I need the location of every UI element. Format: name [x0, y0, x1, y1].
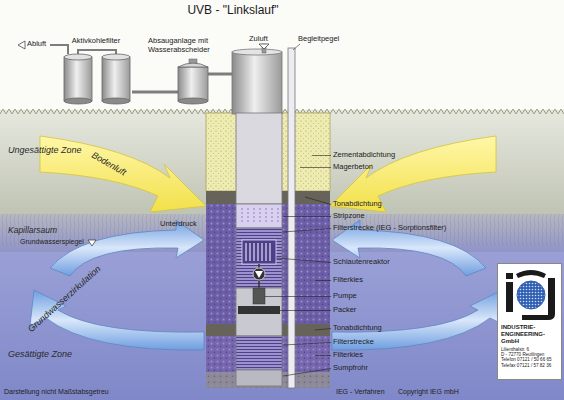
strip-zone	[236, 204, 282, 228]
packer	[238, 306, 280, 314]
part-label: Zementabdichtung	[333, 151, 395, 159]
filter-tanks	[60, 37, 132, 105]
zone-label: Grundwasserspiegel	[20, 238, 84, 246]
sump-pipe	[236, 370, 282, 386]
footer-note: Darstellung nicht Maßstabsgetreu	[4, 388, 109, 396]
circulation-arrow	[332, 290, 506, 350]
tank-top	[102, 54, 130, 60]
footer-note: Copyright IEG mbH	[398, 388, 459, 396]
leader-line	[265, 156, 331, 377]
part-label: Filterkies	[333, 351, 363, 359]
part-label: Packer	[333, 306, 356, 314]
reactor-box	[242, 240, 276, 264]
logo-circle	[517, 281, 545, 309]
exhaust-pipe	[50, 45, 68, 54]
node-heading: Aktivkohlefilter	[60, 37, 132, 46]
part-label: Tonabdichtung	[333, 324, 382, 332]
suction-pipe	[208, 73, 228, 76]
circulation-arrow	[332, 220, 486, 276]
node-text: Telefax 07121 / 57 82 36	[501, 363, 558, 368]
filter-screen	[236, 228, 282, 288]
logo-mark	[522, 278, 555, 320]
leader-line	[293, 44, 300, 50]
part-label: Stripzone	[333, 212, 365, 220]
node-text: Lilienthalstr. 6	[501, 347, 558, 352]
observation-pipe	[288, 48, 295, 388]
footer-note: IEG - Verfahren	[336, 388, 385, 396]
unsaturated-zone	[0, 110, 564, 216]
company-logo-box: INDUSTRIE- ENGINEERING- GmbH Lilienthalst…	[497, 263, 562, 380]
suction-pipe	[228, 73, 232, 76]
filter-tank	[64, 57, 92, 101]
exhaust-arrow	[18, 41, 25, 49]
logo-mark	[506, 273, 513, 279]
output-label: Abluft	[27, 40, 46, 48]
separator-tank	[178, 67, 208, 101]
part-label: Filterstrecke (IEG - Sorptionsfilter)	[333, 224, 446, 232]
pump-symbol-mark	[255, 271, 263, 278]
blind-pipe	[236, 288, 282, 336]
filter-pipe	[78, 50, 116, 54]
filter-gravel	[206, 204, 330, 324]
flow-label: Unterdruck	[160, 220, 197, 228]
logo-mark	[506, 282, 513, 312]
suction-pipe	[146, 91, 178, 94]
logo-mark	[516, 270, 546, 278]
node-heading: INDUSTRIE- ENGINEERING- GmbH	[501, 324, 558, 345]
tank-dome	[178, 63, 208, 67]
inflow-symbol	[259, 44, 269, 49]
node-heading: Absauganlage mit Wasserabscheider	[148, 37, 228, 54]
zone-label: Gesättigte Zone	[8, 350, 72, 360]
filter-gravel	[206, 336, 330, 372]
zone-label: Kapillarsaum	[8, 226, 57, 235]
part-label: Sumpfrohr	[333, 364, 368, 372]
soil-air-arrow	[330, 136, 496, 212]
well-head	[232, 52, 282, 114]
tank-fitting	[189, 59, 197, 63]
gravel-texture	[206, 204, 330, 324]
tank-bottom	[178, 98, 208, 104]
part-label: Filterkies	[333, 276, 363, 284]
part-label: Begleitpegel	[298, 35, 339, 43]
carbon-filter: Aktivkohlefilter	[60, 37, 132, 105]
part-label: Pumpe	[333, 292, 357, 300]
input-label: Zuluft	[249, 35, 268, 43]
tank-bottom	[64, 98, 92, 104]
water-table-symbol	[88, 240, 96, 246]
node-text: D - 72770 Reutlingen	[501, 352, 558, 357]
pipe-connector	[132, 91, 146, 94]
tank-bottom	[102, 98, 130, 104]
suction-unit: Absauganlage mit Wasserabscheider	[146, 37, 228, 105]
node-text: Telefon 07121 / 50 66 65	[501, 357, 558, 362]
diagram-title: UVB - "Linkslauf"	[0, 4, 466, 17]
part-label: Filterstrecke	[333, 338, 374, 346]
strip-bubbles	[242, 208, 278, 224]
well-head-top	[232, 49, 282, 55]
part-label: Tonabdichtung	[333, 200, 382, 208]
zone-label: Ungesättigte Zone	[8, 146, 82, 156]
pump-symbol	[253, 268, 265, 280]
blind-pipe	[236, 113, 282, 204]
filter-tank	[102, 57, 130, 101]
reactor-comb	[246, 243, 270, 261]
pump-body	[253, 288, 265, 304]
tank-top	[64, 54, 92, 60]
company-logo	[498, 264, 561, 322]
gravel-texture	[206, 336, 330, 372]
part-label: Schlautenreaktor	[333, 258, 390, 266]
part-label: Magerbeton	[333, 163, 373, 171]
filter-screen	[236, 336, 282, 370]
circulation-arrow	[50, 220, 204, 276]
